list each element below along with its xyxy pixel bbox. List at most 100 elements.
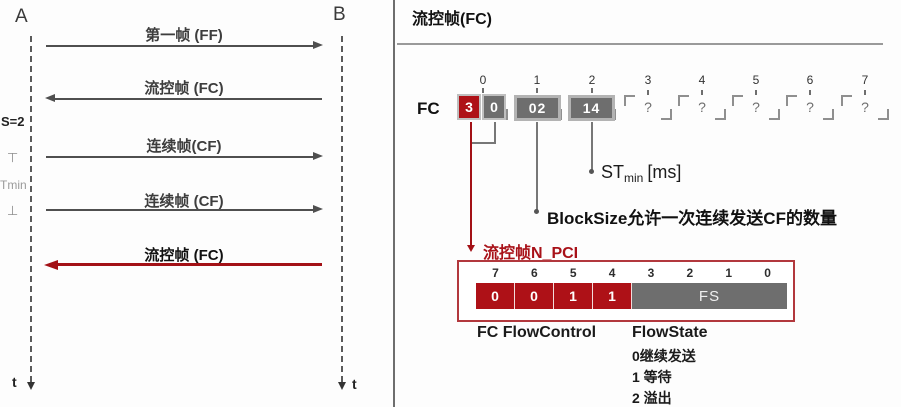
byte-slot-4-bracket: ? <box>674 92 730 122</box>
stmin-label: STmin[ms] <box>601 162 681 185</box>
byte-index-4: 4 <box>698 73 706 87</box>
message-line-3 <box>46 209 314 211</box>
unknown-byte-placeholder: ? <box>861 99 869 115</box>
stmin-connector-line <box>591 122 593 170</box>
lifeline-a <box>30 36 32 382</box>
corner-tl-icon <box>624 95 635 106</box>
byte-index-5: 5 <box>752 73 760 87</box>
arrowhead-right-icon <box>313 41 323 49</box>
bit-cell-row: 0 0 1 1 FS <box>476 283 787 309</box>
byte-slot-3-bracket: ? <box>620 92 676 122</box>
message-line-0 <box>46 45 314 47</box>
time-axis-label-b: t <box>352 376 357 392</box>
byte-index-6: 6 <box>806 73 814 87</box>
bit-cell-6: 0 <box>515 283 554 309</box>
lifeline-a-arrowhead <box>27 382 35 390</box>
npci-label: 流控帧N_PCI <box>483 245 579 262</box>
bit-number-2: 2 <box>686 266 694 280</box>
message-line-1 <box>55 98 322 100</box>
corner-br-icon <box>823 109 834 120</box>
low-nibble-connector-vertical <box>494 122 496 144</box>
bit-number-row: 7 6 5 4 3 2 1 0 <box>476 266 787 280</box>
byte2-box: 14 <box>568 95 615 121</box>
byte-tick <box>755 90 757 95</box>
flowstate-title: FlowState <box>632 324 708 341</box>
tmin-side-label: Tmin <box>0 178 27 192</box>
corner-tl-icon <box>786 95 797 106</box>
fc-flowcontrol-label: FC FlowControl <box>477 324 597 341</box>
message-label-flow-control-2: 流控帧 (FC) <box>144 247 224 264</box>
lifeline-b <box>341 36 343 382</box>
message-label-flow-control-1: 流控帧 (FC) <box>144 80 224 97</box>
byte-tick <box>482 88 484 93</box>
low-nibble-connector-horizontal <box>472 142 496 144</box>
stmin-main: ST <box>601 162 625 182</box>
corner-br-icon <box>715 109 726 120</box>
endpoint-a-label: A <box>15 6 28 27</box>
byte1-box: 02 <box>514 95 561 121</box>
stmin-connector-dot <box>589 169 594 174</box>
blocksize-connector-dot <box>534 209 539 214</box>
corner-br-icon <box>878 109 889 120</box>
arrowhead-left-red-icon <box>44 260 58 270</box>
corner-tl-icon <box>841 95 852 106</box>
byte-tick <box>647 90 649 95</box>
stmin-unit: [ms] <box>647 162 682 182</box>
byte-index-7: 7 <box>861 73 869 87</box>
byte0-box: 3 0 <box>457 94 506 120</box>
flow-state-cell: FS <box>632 283 787 309</box>
byte-index-1: 1 <box>533 73 541 87</box>
unknown-byte-placeholder: ? <box>698 99 706 115</box>
corner-tl-icon <box>732 95 743 106</box>
corner-br-icon <box>661 109 672 120</box>
npci-bit-box: 7 6 5 4 3 2 1 0 0 0 1 1 FS <box>457 260 795 322</box>
byte-index-2: 2 <box>588 73 596 87</box>
message-label-consecutive-frame-1: 连续帧(CF) <box>146 138 222 155</box>
arrowhead-right-icon <box>313 152 323 160</box>
corner-tl-icon <box>678 95 689 106</box>
blocksize-side-label: S=2 <box>1 114 25 129</box>
unknown-byte-placeholder: ? <box>644 99 652 115</box>
endpoint-b-label: B <box>333 4 346 25</box>
message-line-2 <box>46 156 314 158</box>
panel-divider <box>393 0 395 407</box>
bit-cell-5: 1 <box>554 283 593 309</box>
stmin-subscript: min <box>624 171 644 185</box>
byte-tick <box>809 90 811 95</box>
byte-slot-6-bracket: ? <box>782 92 838 122</box>
arrowhead-left-icon <box>45 94 55 102</box>
fc-frame-label: FC <box>417 99 440 118</box>
arrowhead-right-icon <box>313 205 323 213</box>
unknown-byte-placeholder: ? <box>752 99 760 115</box>
bit-number-4: 4 <box>608 266 616 280</box>
tmin-bracket-top-icon: ⊤ <box>7 150 19 165</box>
flowstate-item-0: 0继续发送 <box>632 348 696 364</box>
blocksize-connector-line <box>536 122 538 210</box>
bit-number-0: 0 <box>764 266 771 280</box>
byte-tick <box>591 88 593 93</box>
npci-connector-line <box>470 122 472 246</box>
byte0-low-nibble: 0 <box>482 94 506 120</box>
byte-index-3: 3 <box>644 73 652 87</box>
byte-tick <box>864 90 866 95</box>
byte-tick <box>536 88 538 93</box>
byte-index-0: 0 <box>479 73 487 87</box>
panel-title: 流控帧(FC) <box>412 11 492 28</box>
bit-cell-4: 1 <box>593 283 632 309</box>
tmin-bracket-bottom-icon: ⊥ <box>7 203 19 218</box>
blocksize-label: BlockSize允许一次连续发送CF的数量 <box>547 209 837 228</box>
bit-cell-7: 0 <box>476 283 515 309</box>
byte-slot-5-bracket: ? <box>728 92 784 122</box>
bit-number-5: 5 <box>569 266 577 280</box>
bit-number-1: 1 <box>725 266 733 280</box>
corner-br-icon <box>769 109 780 120</box>
flowstate-item-1: 1 等待 <box>632 369 672 385</box>
time-axis-label-a: t <box>12 374 17 390</box>
flowstate-item-2: 2 溢出 <box>632 390 672 406</box>
title-underline <box>397 43 883 45</box>
message-label-consecutive-frame-2: 连续帧 (CF) <box>144 193 224 210</box>
byte0-high-nibble: 3 <box>457 94 481 120</box>
unknown-byte-placeholder: ? <box>806 99 814 115</box>
message-label-first-frame: 第一帧 (FF) <box>145 27 223 44</box>
